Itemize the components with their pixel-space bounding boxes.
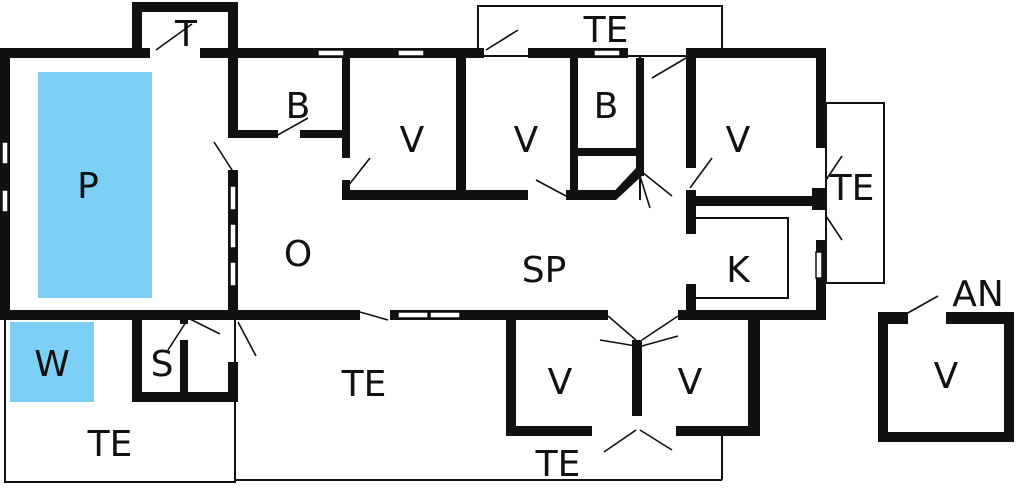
- room-label-te-mid: TE: [341, 364, 387, 405]
- room-label-k: K: [726, 250, 751, 291]
- room-label-b1: B: [286, 86, 311, 127]
- room-label-v5: V: [678, 362, 703, 403]
- room-label-v3: V: [726, 120, 751, 161]
- windows: [1, 49, 823, 319]
- room-label-te-left: TE: [87, 424, 133, 465]
- room-label-b2: B: [594, 86, 619, 127]
- pool-area: [38, 72, 152, 298]
- room-label-te-bottom: TE: [535, 444, 581, 485]
- w-area: [10, 322, 94, 402]
- room-label-v2: V: [514, 120, 539, 161]
- room-label-s: S: [151, 344, 174, 385]
- room-label-v-annex: V: [934, 356, 959, 397]
- room-label-v4: V: [548, 362, 573, 403]
- door-swings: [155, 23, 939, 453]
- room-label-v1: V: [400, 120, 425, 161]
- room-label-p: P: [77, 166, 99, 207]
- room-label-t: T: [174, 14, 198, 55]
- room-label-te-top: TE: [583, 10, 629, 51]
- room-label-o: O: [284, 234, 312, 275]
- room-label-sp: SP: [522, 250, 567, 291]
- room-labels: P T TE B V V B V TE O SP K AN V W S TE V…: [34, 10, 1004, 485]
- room-label-te-right: TE: [829, 168, 875, 209]
- room-label-an: AN: [952, 274, 1004, 315]
- room-label-w: W: [34, 344, 70, 385]
